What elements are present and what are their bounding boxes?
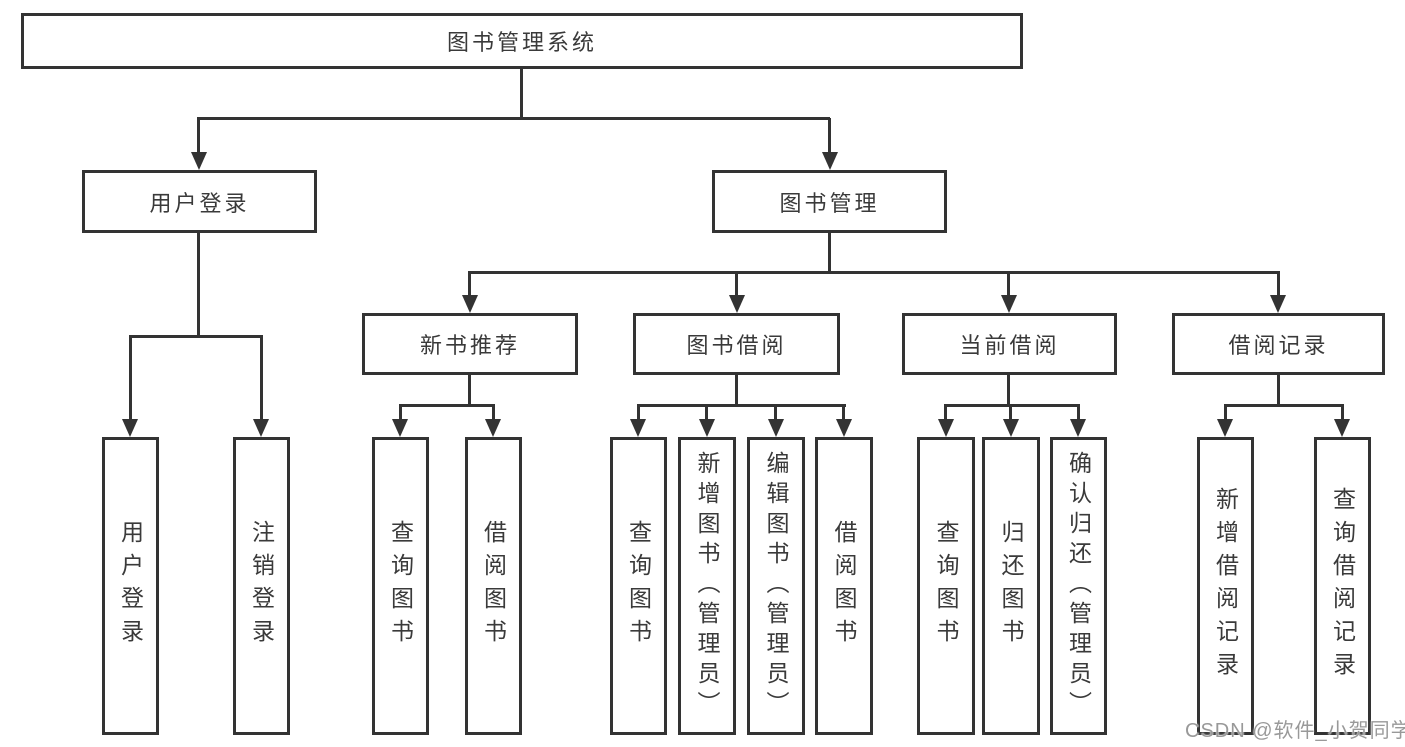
node-current-borrowing: 当前借阅	[902, 313, 1117, 375]
arrow-down-icon	[630, 419, 646, 437]
connector-vline	[1007, 375, 1010, 407]
node-user-login-leaf: 用户登录	[102, 437, 159, 735]
connector-hline	[637, 404, 846, 407]
arrow-down-icon	[1334, 419, 1350, 437]
node-edit-books-admin: 编辑图书（管理员）	[747, 437, 805, 735]
connector-vline	[944, 405, 947, 419]
connector-vline	[197, 118, 200, 153]
connector-vline	[129, 337, 132, 419]
connector-hline	[129, 335, 263, 338]
connector-vline	[1277, 272, 1280, 295]
connector-vline	[1341, 405, 1344, 419]
arrow-down-icon	[699, 419, 715, 437]
arrow-down-icon	[392, 419, 408, 437]
connector-vline	[735, 272, 738, 295]
node-confirm-return-admin: 确认归还（管理员）	[1050, 437, 1107, 735]
arrow-down-icon	[1001, 295, 1017, 313]
node-return-books: 归还图书	[982, 437, 1040, 735]
arrow-down-icon	[822, 152, 838, 170]
arrow-down-icon	[836, 419, 852, 437]
connector-hline	[1224, 404, 1344, 407]
connector-vline	[828, 233, 831, 272]
arrow-down-icon	[938, 419, 954, 437]
node-add-borrow-record: 新增借阅记录	[1197, 437, 1254, 735]
connector-vline	[774, 405, 777, 419]
node-query-books-borrowing: 查询图书	[610, 437, 667, 735]
node-borrowing-records: 借阅记录	[1172, 313, 1385, 375]
connector-hline	[399, 404, 495, 407]
arrow-down-icon	[768, 419, 784, 437]
node-query-books-current: 查询图书	[917, 437, 975, 735]
connector-hline	[944, 404, 1080, 407]
arrow-down-icon	[1003, 419, 1019, 437]
connector-vline	[260, 337, 263, 419]
node-logout: 注销登录	[233, 437, 290, 735]
connector-vline	[1007, 272, 1010, 295]
node-new-book-recommendation: 新书推荐	[362, 313, 578, 375]
node-query-borrow-record: 查询借阅记录	[1314, 437, 1371, 735]
node-query-books-recommend: 查询图书	[372, 437, 429, 735]
arrow-down-icon	[485, 419, 501, 437]
connector-hline	[197, 117, 830, 120]
connector-vline	[1009, 405, 1012, 419]
connector-vline	[842, 405, 845, 419]
connector-vline	[492, 405, 495, 419]
connector-vline	[1224, 405, 1227, 419]
arrow-down-icon	[462, 295, 478, 313]
arrow-down-icon	[729, 295, 745, 313]
node-library-management-system: 图书管理系统	[21, 13, 1023, 69]
connector-vline	[399, 405, 402, 419]
node-add-books-admin: 新增图书（管理员）	[678, 437, 736, 735]
arrow-down-icon	[1217, 419, 1233, 437]
watermark: CSDN @软件_小贺同学	[1185, 720, 1405, 742]
arrow-down-icon	[253, 419, 269, 437]
connector-vline	[828, 118, 831, 153]
arrow-down-icon	[1070, 419, 1086, 437]
arrow-down-icon	[191, 152, 207, 170]
node-borrow-books-borrowing: 借阅图书	[815, 437, 873, 735]
connector-vline	[705, 405, 708, 419]
connector-hline	[468, 271, 1280, 274]
connector-vline	[637, 405, 640, 419]
node-book-borrowing: 图书借阅	[633, 313, 840, 375]
connector-vline	[197, 233, 200, 337]
connector-vline	[1077, 405, 1080, 419]
connector-vline	[468, 272, 471, 295]
node-user-login: 用户登录	[82, 170, 317, 233]
connector-vline	[468, 375, 471, 407]
connector-vline	[735, 375, 738, 407]
arrow-down-icon	[1270, 295, 1286, 313]
connector-vline	[520, 69, 523, 118]
node-book-management: 图书管理	[712, 170, 947, 233]
connector-vline	[1277, 375, 1280, 407]
node-borrow-books-recommend: 借阅图书	[465, 437, 522, 735]
arrow-down-icon	[122, 419, 138, 437]
